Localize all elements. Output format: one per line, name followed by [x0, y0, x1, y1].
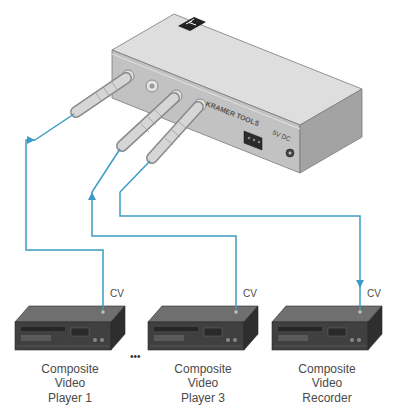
ellipsis-mark: ••• [130, 352, 141, 362]
video-player [148, 288, 258, 350]
video-player: CV Composite Video Player 1 [15, 288, 125, 407]
video-player [15, 288, 125, 350]
switcher-device: KRAMER TOOLS 5V DC [35, 5, 365, 192]
device-label: CV [243, 288, 257, 300]
device-name: Composite Video Player 1 [37, 362, 103, 405]
device-name: Composite Video Recorder [294, 362, 360, 405]
video-recorder: CV Composite Video Recorder [272, 288, 382, 407]
video-player: CV Composite Video Player 3 [148, 288, 258, 407]
device-name: Composite Video Player 3 [170, 362, 236, 405]
switcher-housing [112, 14, 362, 173]
panel-label: 5V DC [271, 129, 292, 143]
video-cable [92, 192, 236, 288]
device-label: CV [367, 288, 381, 300]
device-label: CV [110, 288, 124, 300]
video-recorder [272, 288, 382, 350]
bnc-plug [35, 78, 198, 192]
panel-label: KRAMER TOOLS [204, 100, 260, 129]
video-cable [120, 192, 360, 288]
